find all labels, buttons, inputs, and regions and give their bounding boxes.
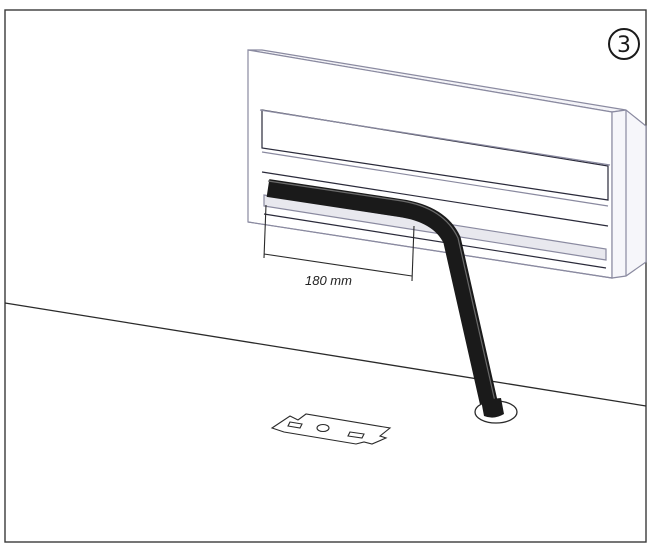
figure-frame [4,9,647,543]
unit-front-line-1 [259,109,611,166]
step-number: 3 [617,33,631,58]
mounting-plate-outline [270,413,392,445]
wall-floor-line [4,302,647,407]
mounting-plate-slot-right [347,431,365,439]
cable-path [266,179,499,410]
dimension-line [263,253,413,277]
dimension-left-tick [263,204,267,259]
cable [266,179,499,410]
dimension-right-tick [411,225,415,282]
mounting-plate-slot-left [287,421,303,429]
step-badge: 3 [608,28,640,60]
dimension-indicator [263,204,415,282]
unit-lower-line [263,213,607,269]
unit-front-panel [261,109,609,201]
cable-end [481,398,504,418]
unit-louver-top [261,151,609,207]
unit-louver-bottom [261,171,609,227]
cable-highlight [267,180,497,407]
indoor-unit [247,49,647,279]
unit-side-face [611,109,647,279]
mounting-plate-hole [316,423,330,433]
mounting-plate [270,413,392,445]
step-badge-circle [608,28,640,60]
unit-bottom-edge [247,221,613,279]
dimension-label: 180 mm [305,273,352,288]
